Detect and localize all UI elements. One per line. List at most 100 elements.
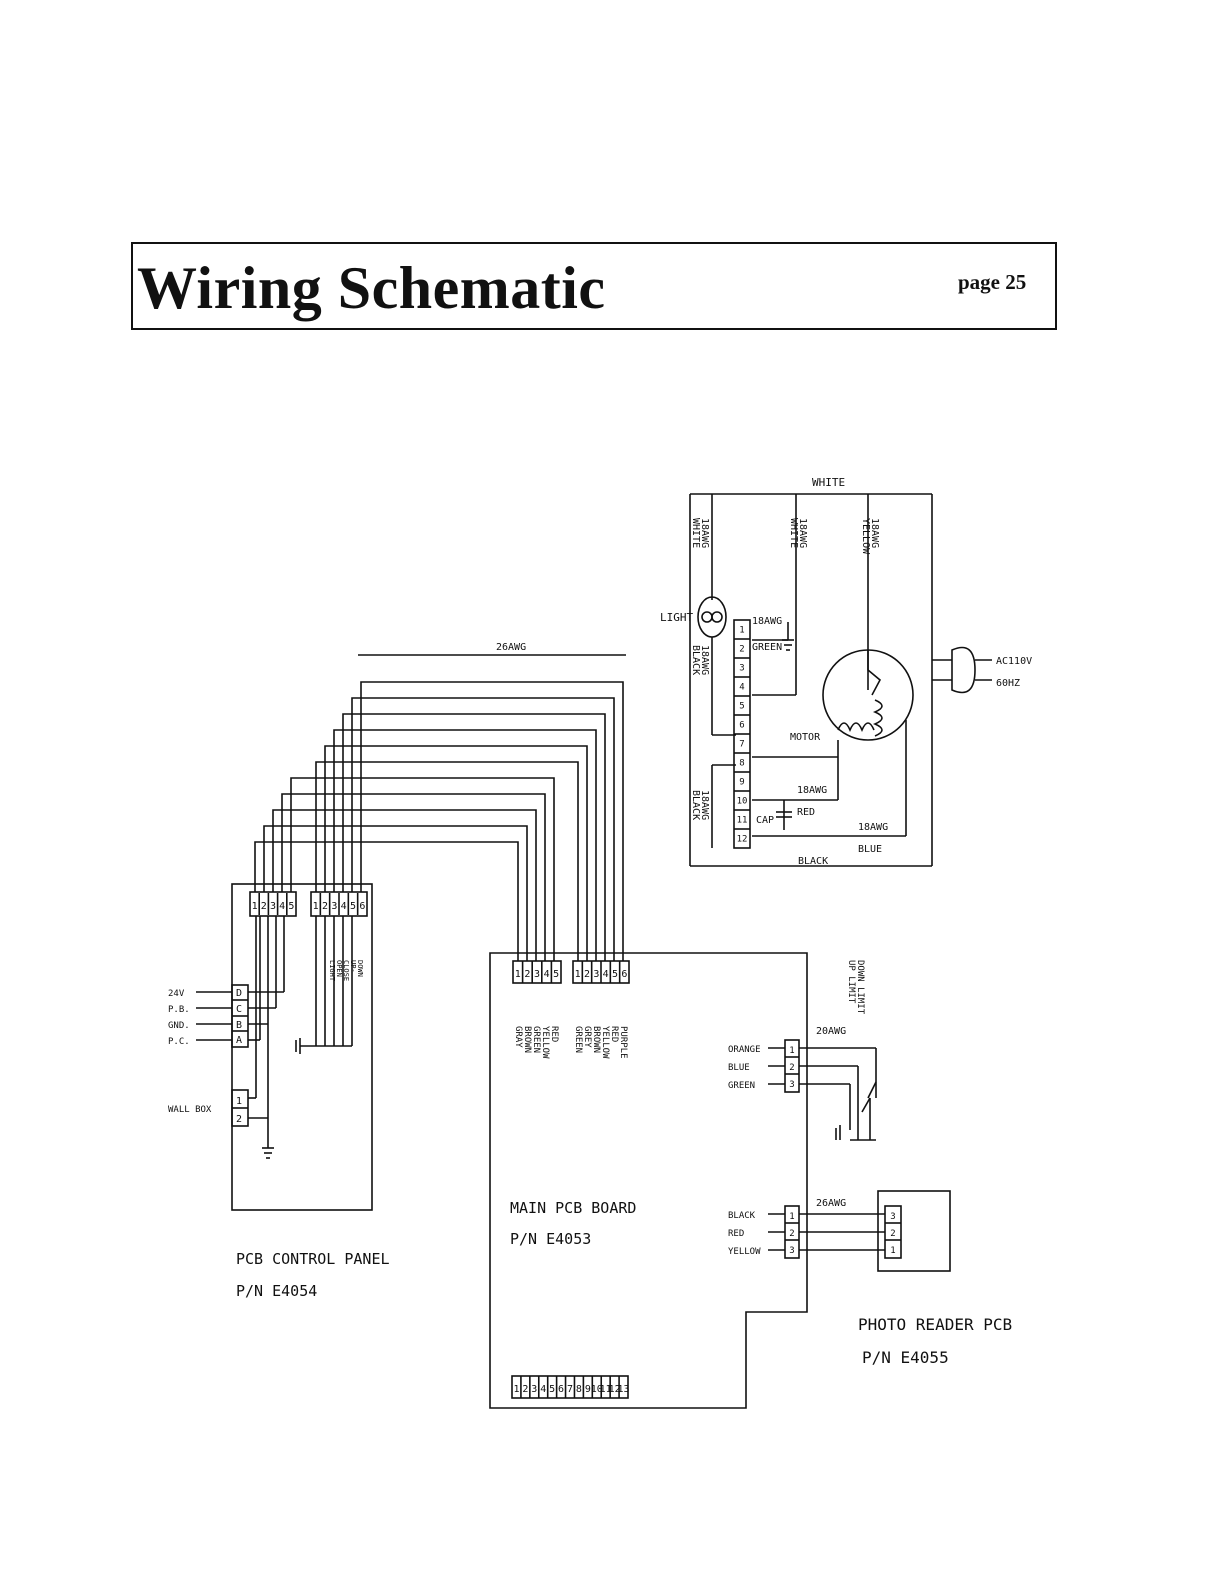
light-label: LIGHT [660,611,693,624]
input-24v-label: 24V [168,989,185,999]
ribbon-wire [333,729,597,961]
ribbon-wire [360,681,624,961]
wire-color-group: GRAY [513,1026,523,1048]
photo-reader-pin: 3 [890,1212,895,1222]
wire-color-label: WHITE [690,518,701,548]
mb-a-pin: 4 [544,969,550,980]
wire-color-group: GREY [582,1026,592,1048]
wire-color-label: PURPLE [618,1026,628,1059]
page-number: page 25 [958,270,1027,294]
up-limit-label: UP LIMIT [846,960,856,1004]
mb-bottom-pin: 3 [531,1384,537,1395]
ribbon-wire [263,825,528,961]
pin-d-label: D [236,988,242,999]
mb-bottom-pin: 7 [567,1384,573,1395]
green-color-label: GREEN [752,642,782,653]
cap-label: CAP [756,815,774,826]
ribbon-wire [290,777,555,961]
ribbon-wire [342,713,606,961]
mb-a-pin: 2 [524,969,530,980]
cp-a-pin: 4 [279,901,285,912]
ac-frequency-label: 60HZ [996,678,1020,689]
function-label-group: OPEN [335,960,343,977]
wire-color-label: BROWN [591,1026,601,1053]
function-label-group: CLOSE [342,960,350,981]
wire-color-label: BROWN [522,1026,532,1053]
photo-reader-pin: 2 [890,1229,895,1239]
main-board-part: P/N E4053 [510,1230,591,1248]
mb-b-pin: 3 [593,969,599,980]
down-limit-label: DOWN LIMIT [855,960,865,1015]
pin-a-label: A [236,1035,242,1046]
photo-connector-pin: 2 [789,1229,794,1239]
ribbon-wire [351,697,615,961]
wall-box-label: WALL BOX [168,1105,212,1115]
photo-connector-pin: 3 [789,1246,794,1256]
limit-connector-pin: 1 [789,1046,794,1056]
terminal-pin-number: 5 [739,702,744,712]
terminal-pin-number: 9 [739,778,744,788]
cp-a-pin: 3 [270,901,276,912]
wire-color-label: YELLOW [860,518,871,555]
control-panel-switch-lines [315,916,353,1046]
wire-gauge-label: 18AWG [699,790,710,820]
mb-bottom-pin: 9 [585,1384,591,1395]
wire-gauge-label: 18AWG [699,645,710,675]
photo-reader-title: PHOTO READER PCB [858,1315,1012,1334]
control-panel-part: P/N E4054 [236,1282,317,1300]
header-box [131,242,1057,330]
mb-b-pin: 4 [603,969,609,980]
terminal-pin-number: 11 [737,816,748,826]
mb-bottom-pin: 4 [540,1384,546,1395]
limit-connector-pin: 3 [789,1080,794,1090]
wire-color-label: RED [549,1026,559,1042]
black-bottom-label: BLACK [798,856,828,867]
function-label-group: UP- [349,960,357,973]
white-top-label: WHITE [812,476,845,489]
red-gauge-label: 18AWG [797,785,827,796]
mb-a-pin: 1 [515,969,521,980]
mb-b-pin: 2 [584,969,590,980]
wall-pin-2: 2 [236,1114,242,1125]
wire-color-group: YELLOW [600,1026,610,1059]
wire-color-group: RED [549,1026,559,1042]
function-label: CLOSE [342,960,350,981]
mb-a-pin: 3 [534,969,540,980]
mb-b-pin: 5 [612,969,618,980]
ribbon-wire [254,841,519,961]
green-gauge-label: 18AWG [752,616,782,627]
photo-reader-part: P/N E4055 [862,1348,949,1367]
wire-gauge-label: 18AWG [699,518,710,548]
blue-color-label: BLUE [858,844,882,855]
cp-b-pin: 6 [359,901,365,912]
mb-bottom-pin: 11 [600,1384,612,1395]
input-pc-label: P.C. [168,1037,190,1047]
function-label-group: DOWN [356,960,364,977]
mb-bottom-pin: 1 [513,1384,519,1395]
wire-color-label: GRAY [513,1026,523,1048]
wire-color-label: GREY [582,1026,592,1048]
cp-b-pin: 4 [341,901,347,912]
function-label: UP- [349,960,357,973]
wall-pin-1: 1 [236,1096,242,1107]
limit-wire-orange: ORANGE [728,1045,761,1055]
cp-a-pin: 1 [252,901,258,912]
photo-gauge-label: 26AWG [816,1198,846,1209]
photo-wire-yellow: YELLOW [728,1247,761,1257]
ribbon-wire [272,809,537,961]
input-gnd-label: GND. [168,1021,190,1031]
mb-a-pin: 5 [553,969,559,980]
ribbon-wire [281,793,546,961]
wire-color-label: BLACK [690,645,701,675]
input-pb-label: P.B. [168,1005,190,1015]
terminal-pin-number: 1 [739,626,744,636]
